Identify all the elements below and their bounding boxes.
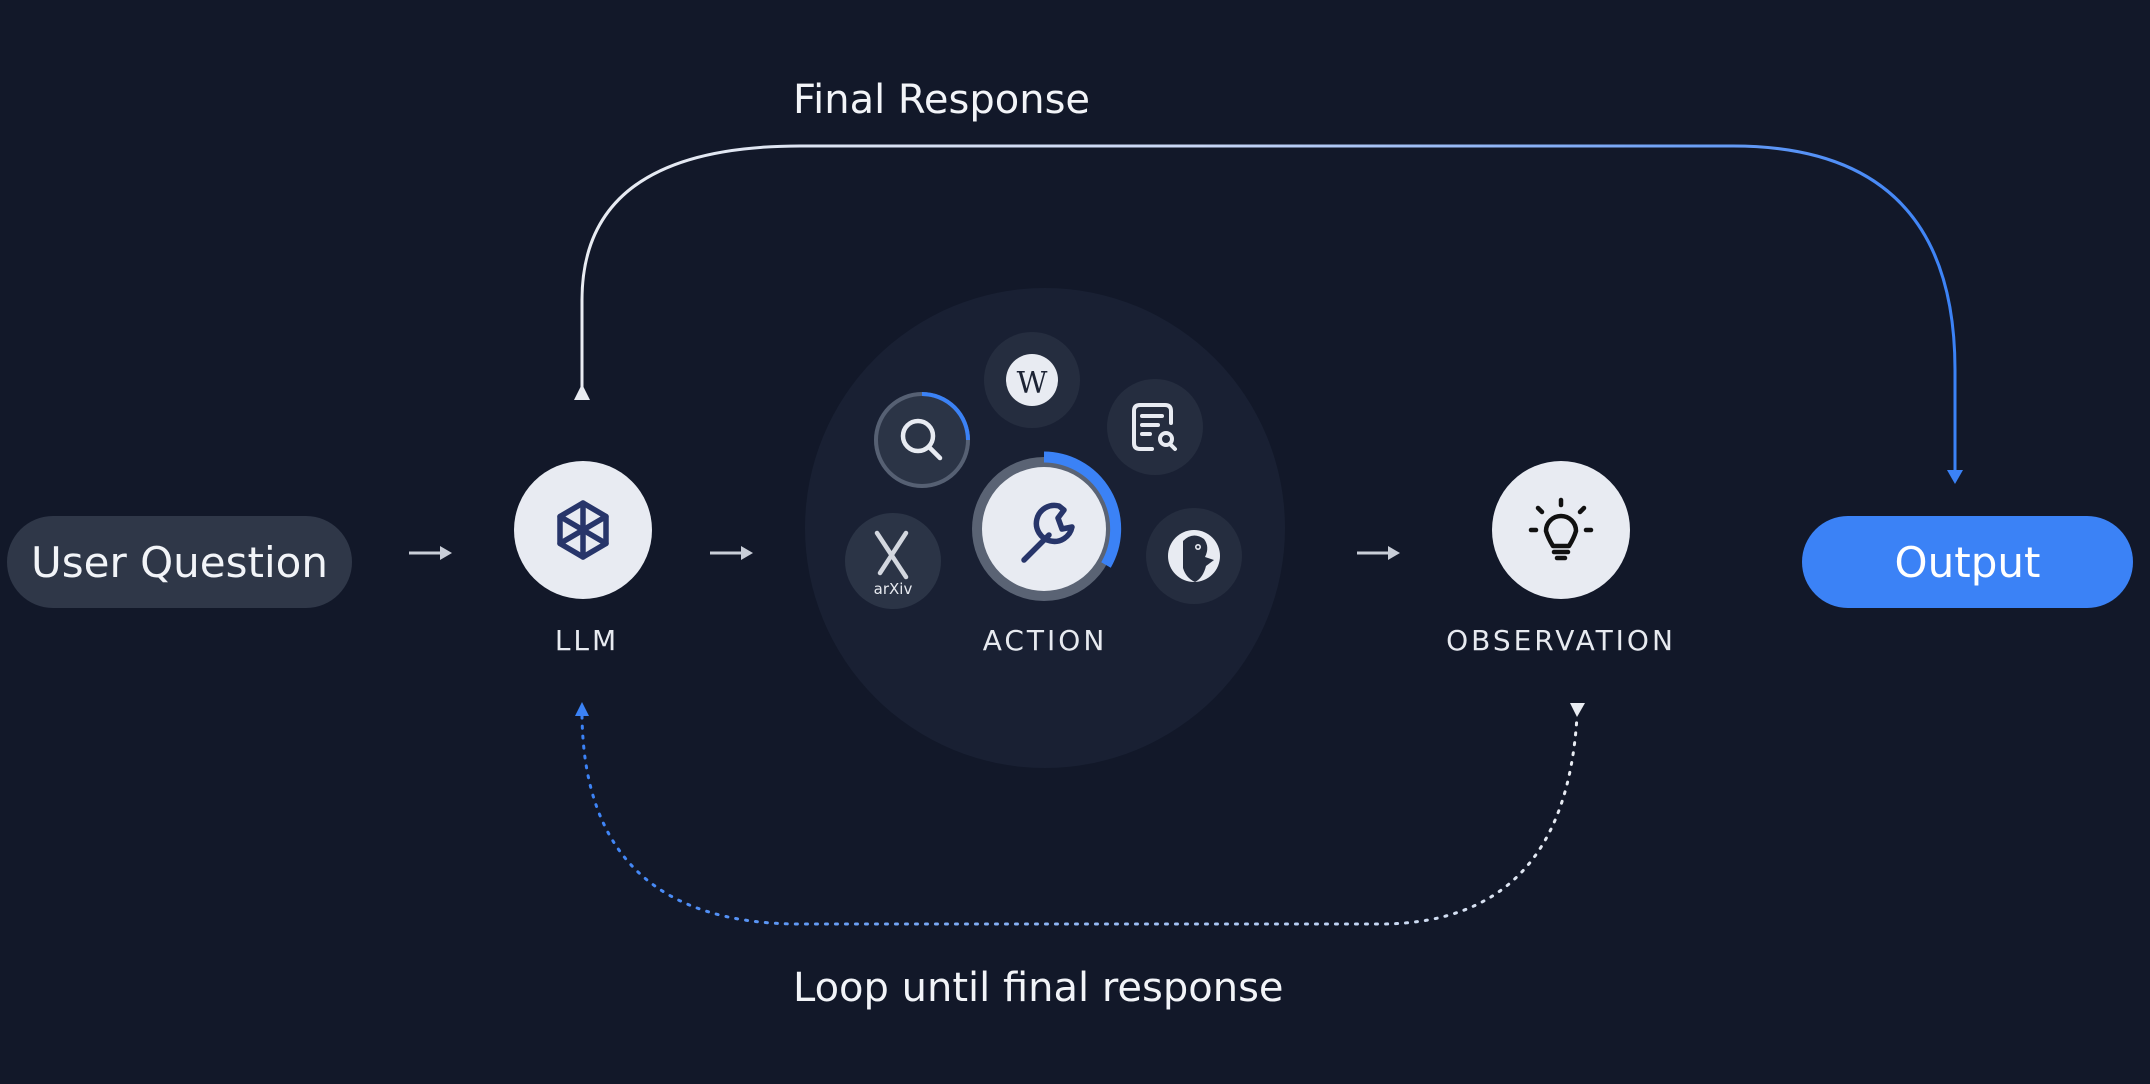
action-label: ACTION bbox=[982, 624, 1108, 657]
action-node bbox=[972, 451, 1122, 601]
wikipedia-icon: W bbox=[1017, 366, 1048, 401]
duckduckgo-tool-node bbox=[1146, 508, 1242, 604]
lightbulb-icon bbox=[1528, 497, 1594, 561]
loop-connector bbox=[580, 714, 1579, 926]
cube-icon bbox=[557, 500, 609, 560]
output-pill: Output bbox=[1802, 516, 2133, 608]
wikipedia-tool-node: W bbox=[984, 332, 1080, 428]
arxiv-tool-node: arXiv bbox=[845, 513, 941, 609]
observation-label: OBSERVATION bbox=[1446, 624, 1676, 657]
search-icon bbox=[900, 418, 943, 461]
arrow-action-to-observation bbox=[1357, 546, 1400, 560]
arxiv-icon bbox=[874, 530, 909, 580]
loop-label: Loop until final response bbox=[793, 965, 1284, 1011]
output-arrowhead-down bbox=[1947, 470, 1963, 484]
arrow-question-to-llm bbox=[409, 546, 452, 560]
arrow-llm-to-action bbox=[710, 546, 753, 560]
user-question-pill: User Question bbox=[7, 516, 352, 608]
loop-arrowhead-down bbox=[1570, 703, 1585, 717]
arxiv-label: arXiv bbox=[874, 580, 913, 598]
loop-arrowhead-up bbox=[575, 702, 589, 716]
llm-node bbox=[514, 461, 652, 599]
llm-label: LLM bbox=[554, 624, 620, 657]
duckduckgo-icon bbox=[1168, 530, 1220, 582]
final-response-label: Final Response bbox=[793, 77, 1091, 123]
document-search-icon bbox=[1132, 403, 1177, 451]
document-search-tool-node bbox=[1107, 379, 1203, 475]
wrench-icon bbox=[1021, 502, 1075, 563]
search-tool-node bbox=[874, 392, 970, 488]
observation-node bbox=[1492, 461, 1630, 599]
final-response-arrowhead-up bbox=[574, 384, 590, 400]
final-response-connector bbox=[580, 144, 1957, 470]
